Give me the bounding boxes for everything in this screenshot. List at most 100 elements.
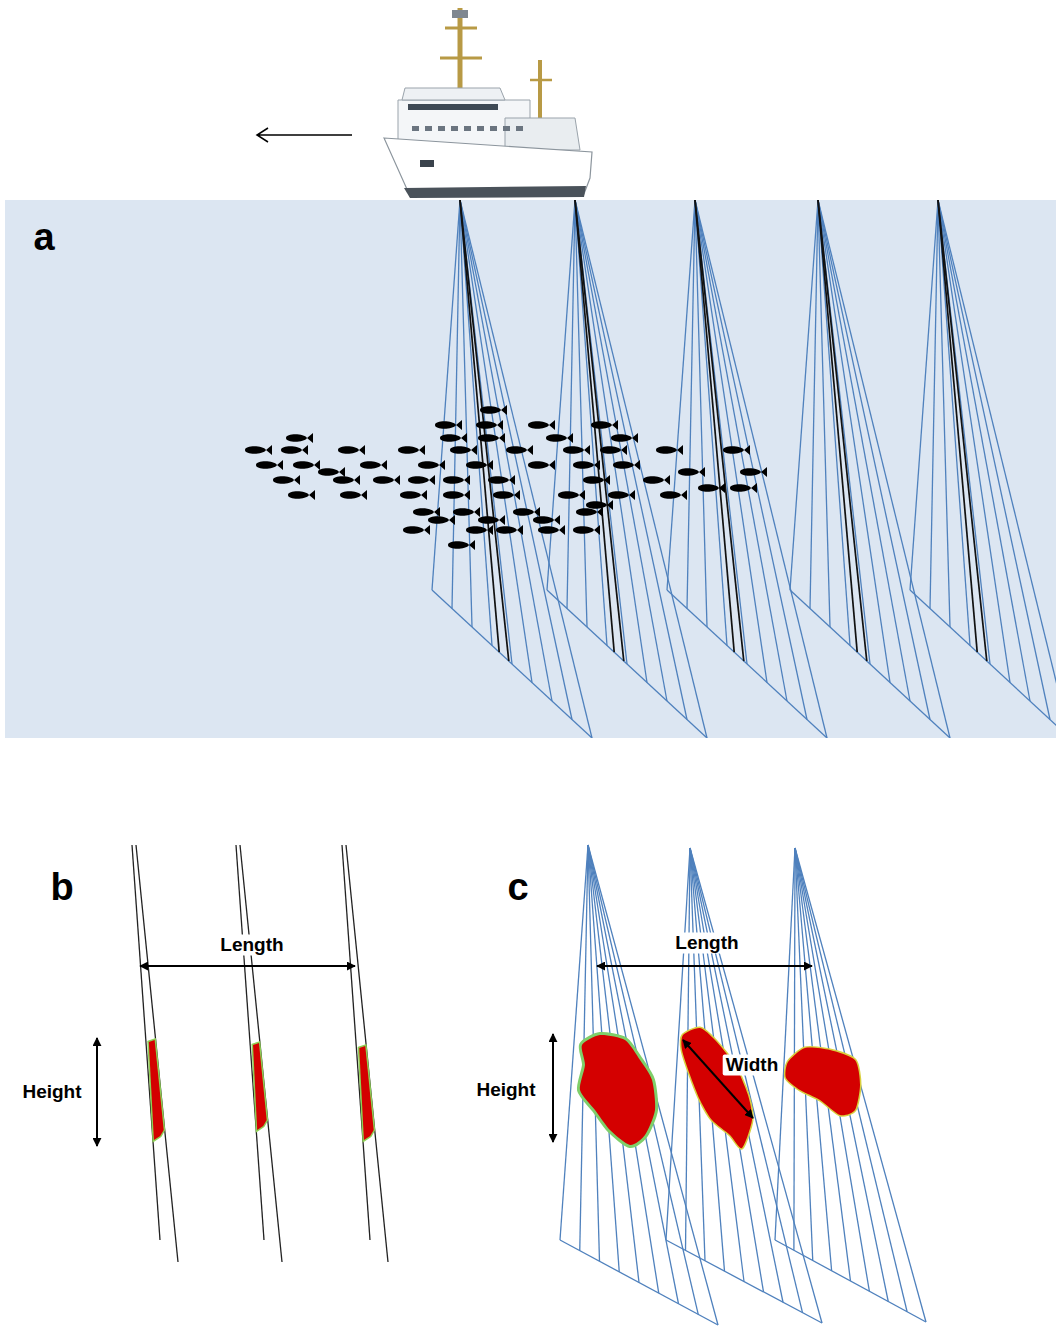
beam-line <box>818 200 950 738</box>
beam-line <box>695 200 787 701</box>
fish-icon <box>340 490 367 500</box>
fish-icon <box>586 500 613 510</box>
fish-icon <box>400 490 427 500</box>
fish-icon <box>360 460 387 470</box>
fish-icon <box>333 475 360 485</box>
fish-icon <box>576 507 603 517</box>
center-beam <box>695 200 744 661</box>
beam-line <box>818 200 910 701</box>
center-beam <box>938 200 977 652</box>
fish-icon <box>408 475 435 485</box>
beam-line <box>938 200 990 664</box>
fish-icon <box>528 460 555 470</box>
echo-edge <box>359 1046 373 1140</box>
fish-icon <box>398 445 425 455</box>
beam-edge <box>910 590 1056 738</box>
beam-line <box>695 200 827 738</box>
height-arrow <box>552 1034 554 1142</box>
width-arrow <box>683 1040 753 1118</box>
single-beam <box>342 845 388 1262</box>
beam-line <box>818 200 890 683</box>
fish-icon <box>538 525 565 535</box>
beam-line <box>136 845 178 1262</box>
fish-icon <box>453 507 480 517</box>
fish-icon <box>286 433 313 443</box>
beam-line <box>460 200 532 683</box>
beam-edge <box>775 1240 926 1322</box>
fish-icon <box>611 433 638 443</box>
panel-letter: c <box>507 867 528 909</box>
center-beam <box>460 200 509 661</box>
length-arrow <box>597 965 812 967</box>
beam-fans <box>432 200 1056 738</box>
beam-fan <box>547 200 707 738</box>
dimension-label: Length <box>672 933 741 954</box>
echo-edge <box>580 1035 655 1145</box>
fish-school <box>245 405 767 550</box>
beam-line <box>938 200 1056 738</box>
mast-yard <box>440 57 482 60</box>
single-beam <box>132 845 178 1262</box>
center-beam <box>695 200 734 652</box>
beam-edge <box>667 590 827 738</box>
echo-edge <box>681 1028 752 1148</box>
dimension-label: Width <box>723 1055 782 1076</box>
beam-line <box>938 200 1030 701</box>
porthole <box>438 126 445 131</box>
fish-icon <box>546 433 573 443</box>
multi-beam-panel <box>553 845 926 1325</box>
fish-icon <box>448 540 475 550</box>
fish-icon <box>466 525 493 535</box>
radar-antenna <box>452 10 468 18</box>
beam-edge <box>790 590 950 738</box>
beam-line <box>695 200 747 664</box>
beam-line <box>687 200 695 609</box>
beam-edge <box>432 590 592 738</box>
fish-icon <box>418 460 445 470</box>
center-beam <box>818 200 857 652</box>
fish-icon <box>563 445 590 455</box>
beam-edge <box>560 1240 718 1325</box>
dimension-label: Length <box>217 935 286 956</box>
fish-icon <box>496 525 523 535</box>
beam-line <box>818 200 870 664</box>
echo-trace <box>359 1046 373 1140</box>
fish-icon <box>428 515 455 525</box>
beam-line <box>930 200 938 609</box>
fish-icon <box>660 490 687 500</box>
echo-edge <box>253 1043 267 1130</box>
fish-icon <box>583 475 610 485</box>
beam-edge <box>547 590 707 738</box>
panel-letter: b <box>50 867 73 909</box>
fish-icon <box>273 475 300 485</box>
fish-icon <box>698 483 725 493</box>
panel-letter: a <box>33 217 54 259</box>
fish-icon <box>730 483 757 493</box>
fish-icon <box>478 433 505 443</box>
beam-line <box>818 200 930 720</box>
water-panel <box>5 200 1056 738</box>
fish-icon <box>591 420 618 430</box>
fish-icon <box>288 490 315 500</box>
main-mast <box>458 8 463 100</box>
mast-yard <box>445 27 477 30</box>
fish-icon <box>600 445 627 455</box>
beam-fan <box>775 848 926 1322</box>
length-arrow <box>140 965 355 967</box>
dimension-label: Height <box>19 1082 84 1103</box>
porthole <box>516 126 523 131</box>
fish-icon <box>245 445 272 455</box>
fish-icon <box>678 467 705 477</box>
center-beam <box>575 200 624 661</box>
research-vessel <box>384 8 592 198</box>
beam-fan <box>432 200 592 738</box>
center-beam <box>818 200 867 661</box>
bridge-deck <box>402 88 505 100</box>
aft-deckhouse <box>505 118 580 150</box>
fish-icon <box>480 405 507 415</box>
beam-line <box>460 200 592 738</box>
height-arrow <box>96 1038 98 1146</box>
fish-icon <box>513 507 540 517</box>
beam-fan <box>790 200 950 738</box>
